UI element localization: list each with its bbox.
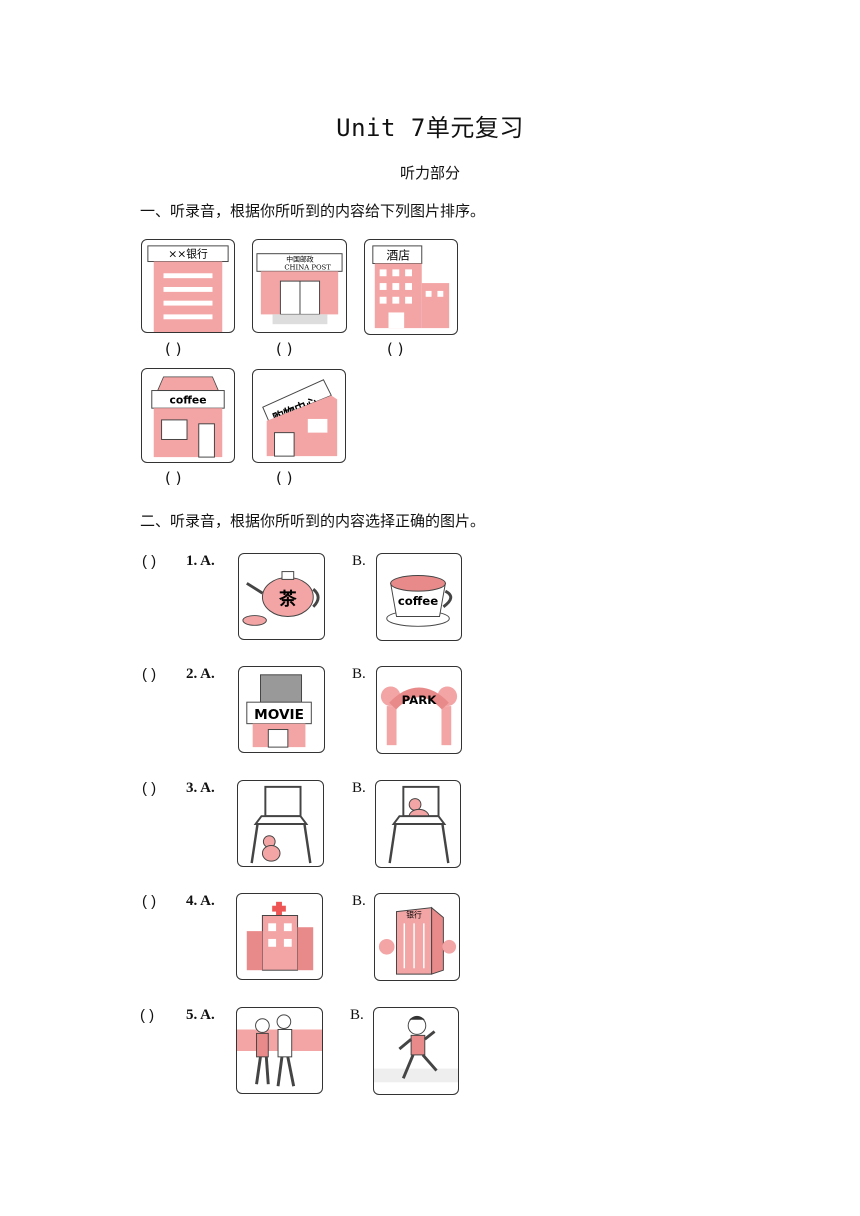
answer-paren: ( ) — [142, 893, 157, 910]
answer-paren: ( ) — [142, 666, 157, 683]
shopping-center-icon: 购物中心 — [252, 369, 346, 463]
walking-couple-icon — [236, 1007, 323, 1094]
movie-text: MOVIE — [254, 707, 304, 723]
tea-char: 茶 — [279, 589, 297, 610]
cat-on-chair-icon — [375, 780, 461, 868]
answer-paren: ( ) — [142, 553, 157, 570]
answer-paren: ( ) — [276, 340, 293, 358]
coffee-shop-icon: coffee — [141, 368, 235, 463]
section-subtitle: 听力部分 — [399, 164, 460, 182]
bank-sign-text: ××银行 — [168, 248, 208, 261]
answer-paren: ( ) — [387, 340, 404, 358]
cat-under-chair-icon — [237, 780, 324, 867]
hotel-icon: 酒店 — [364, 239, 458, 335]
hospital-icon — [236, 893, 323, 980]
option-b-label: B. — [352, 553, 366, 569]
option-b-label: B. — [352, 893, 366, 909]
section2-heading: 二、听录音，根据你所听到的内容选择正确的图片。 — [140, 512, 486, 530]
question-number: 4. A. — [186, 893, 215, 909]
park-gate-icon: PARK — [376, 666, 462, 754]
page-title: Unit 7单元复习 — [336, 114, 524, 142]
bank-icon: ××银行 — [141, 239, 235, 333]
answer-paren: ( ) — [165, 469, 182, 487]
coffee-cup-icon: coffee — [376, 553, 462, 641]
bank-building-icon: 银行 — [374, 893, 460, 981]
option-b-label: B. — [352, 780, 366, 796]
option-b-label: B. — [350, 1007, 364, 1023]
cinema-icon: MOVIE — [238, 666, 325, 753]
question-number: 3. A. — [186, 780, 215, 796]
section1-heading: 一、听录音，根据你所听到的内容给下列图片排序。 — [140, 202, 486, 220]
answer-paren: ( ) — [165, 340, 182, 358]
running-boy-icon — [373, 1007, 459, 1095]
answer-paren: ( ) — [142, 780, 157, 797]
coffee-sign-text: coffee — [169, 393, 206, 406]
question-number: 5. A. — [186, 1007, 215, 1023]
svg-text:酒店: 酒店 — [387, 249, 411, 263]
option-b-label: B. — [352, 666, 366, 682]
question-number: 1. A. — [186, 553, 215, 569]
post-office-icon: 中国邮政 CHINA POST — [252, 239, 347, 333]
bank-building-text: 银行 — [406, 909, 422, 919]
answer-paren: ( ) — [276, 469, 293, 487]
svg-text:CHINA POST: CHINA POST — [284, 263, 331, 271]
park-text: PARK — [402, 693, 438, 707]
svg-text:中国邮政: 中国邮政 — [286, 255, 314, 264]
answer-paren: ( ) — [140, 1007, 155, 1024]
tea-pot-icon: 茶 — [238, 553, 325, 640]
coffee-cup-text: coffee — [398, 594, 438, 608]
question-number: 2. A. — [186, 666, 215, 682]
